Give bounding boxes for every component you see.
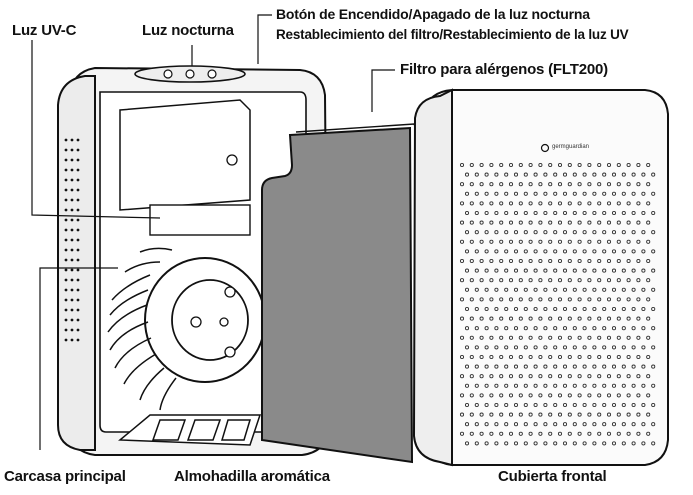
label-uv-light: Luz UV-C — [12, 22, 77, 39]
main-housing — [57, 65, 330, 456]
label-front-cover: Cubierta frontal — [498, 468, 607, 485]
front-cover — [412, 88, 669, 467]
leader-lines — [31, 14, 395, 450]
label-aroma-pad: Almohadilla aromática — [174, 468, 330, 485]
label-power-button: Botón de Encendido/Apagado de la luz noc… — [276, 6, 590, 22]
label-allergen-filter: Filtro para alérgenos (FLT200) — [400, 61, 608, 78]
label-main-housing: Carcasa principal — [4, 468, 126, 485]
brand-logo-icon — [540, 143, 550, 153]
leader-uv-light — [31, 40, 161, 219]
label-night-light: Luz nocturna — [142, 22, 234, 39]
aroma-pad-tray — [118, 414, 262, 446]
brand-logo-text: germguardian — [552, 144, 590, 150]
housing-side-vents — [64, 138, 80, 342]
leader-housing — [39, 267, 118, 450]
allergen-filter — [261, 123, 417, 464]
leader-filter — [371, 69, 395, 112]
front-cover-vent-holes — [459, 162, 656, 446]
label-filter-reset: Restablecimiento del filtro/Restablecimi… — [276, 27, 629, 42]
leader-button — [257, 14, 272, 64]
